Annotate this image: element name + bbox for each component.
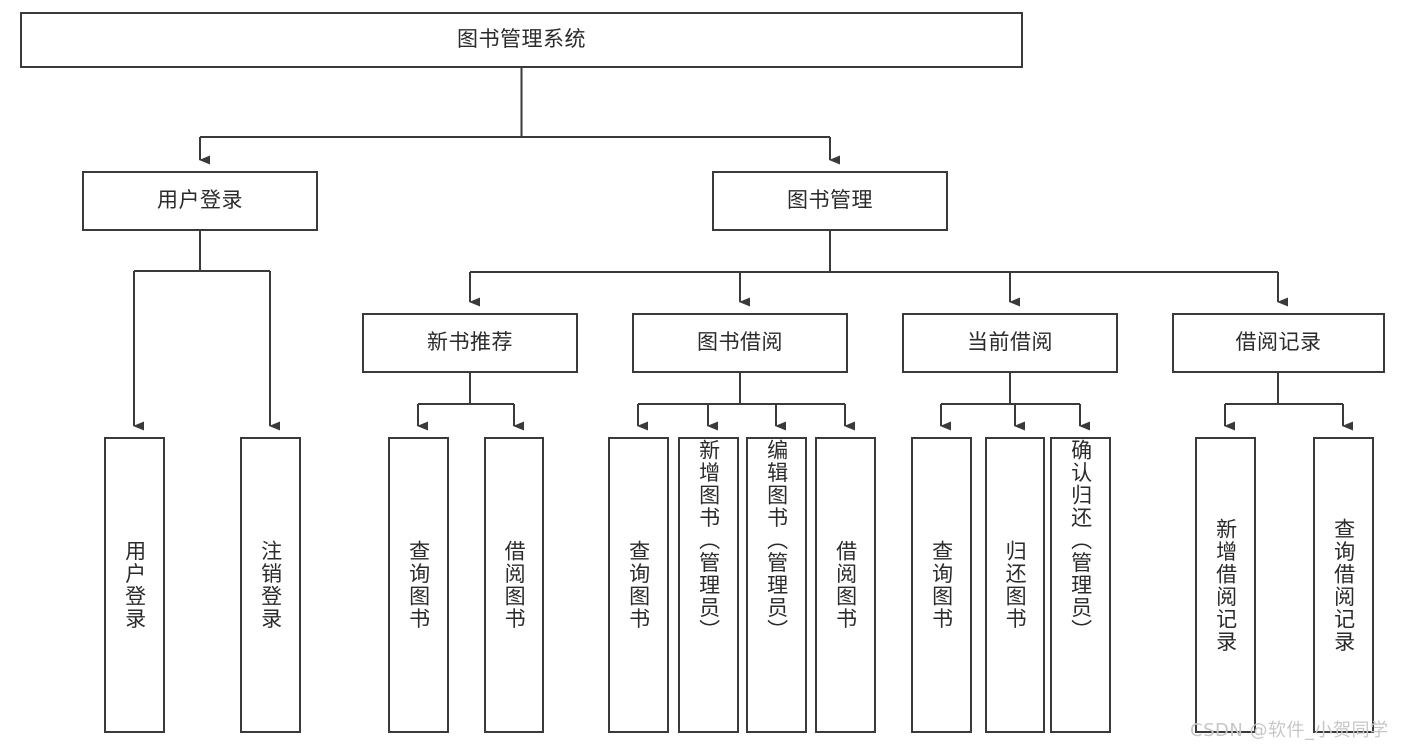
node-leaf-add-book-label: 新增图书（管理员） (696, 439, 721, 642)
node-leaf-borrow-book-1[interactable]: 借阅图书 (484, 437, 544, 733)
node-borrow-record-label: 借阅记录 (1235, 330, 1322, 355)
node-leaf-query-book-3[interactable]: 查询图书 (911, 437, 972, 733)
node-leaf-edit-book[interactable]: 编辑图书（管理员） (746, 437, 807, 733)
node-leaf-add-record[interactable]: 新增借阅记录 (1195, 437, 1256, 733)
node-current-borrow-label: 当前借阅 (967, 330, 1053, 355)
node-leaf-query-book-3-label: 查询图书 (929, 540, 954, 630)
node-leaf-confirm-return-label: 确认归还（管理员） (1068, 439, 1093, 642)
node-leaf-borrow-book-2-label: 借阅图书 (833, 540, 858, 630)
node-leaf-query-book-2-label: 查询图书 (626, 540, 651, 630)
node-new-book-recommend-label: 新书推荐 (427, 330, 513, 355)
node-leaf-edit-book-label: 编辑图书（管理员） (764, 439, 789, 642)
node-book-borrow-label: 图书借阅 (697, 330, 783, 355)
node-book-borrow[interactable]: 图书借阅 (632, 313, 848, 373)
node-current-borrow[interactable]: 当前借阅 (902, 313, 1118, 373)
node-leaf-query-book-1-label: 查询图书 (406, 540, 431, 630)
node-leaf-add-record-label: 新增借阅记录 (1213, 517, 1238, 653)
node-root[interactable]: 图书管理系统 (20, 12, 1023, 68)
node-leaf-return-book-label: 归还图书 (1003, 540, 1028, 630)
node-leaf-query-record[interactable]: 查询借阅记录 (1313, 437, 1374, 733)
node-book-manage[interactable]: 图书管理 (712, 171, 948, 231)
node-leaf-logout[interactable]: 注销登录 (240, 437, 301, 733)
node-borrow-record[interactable]: 借阅记录 (1172, 313, 1385, 373)
node-leaf-add-book[interactable]: 新增图书（管理员） (678, 437, 739, 733)
node-leaf-query-record-label: 查询借阅记录 (1331, 517, 1356, 653)
node-leaf-query-book-2[interactable]: 查询图书 (608, 437, 669, 733)
node-book-manage-label: 图书管理 (787, 188, 873, 213)
node-leaf-borrow-book-1-label: 借阅图书 (502, 540, 527, 630)
node-leaf-query-book-1[interactable]: 查询图书 (388, 437, 449, 733)
node-leaf-return-book[interactable]: 归还图书 (985, 437, 1045, 733)
node-leaf-confirm-return[interactable]: 确认归还（管理员） (1050, 437, 1111, 733)
node-leaf-borrow-book-2[interactable]: 借阅图书 (815, 437, 876, 733)
node-leaf-logout-label: 注销登录 (258, 540, 283, 630)
node-leaf-user-login[interactable]: 用户登录 (104, 437, 165, 733)
node-user-login[interactable]: 用户登录 (82, 171, 318, 231)
csdn-watermark: CSDN @软件_小贺同学 (1190, 720, 1389, 741)
node-new-book-recommend[interactable]: 新书推荐 (362, 313, 578, 373)
node-root-label: 图书管理系统 (457, 27, 586, 52)
node-user-login-label: 用户登录 (157, 188, 243, 213)
node-leaf-user-login-label: 用户登录 (122, 540, 147, 630)
